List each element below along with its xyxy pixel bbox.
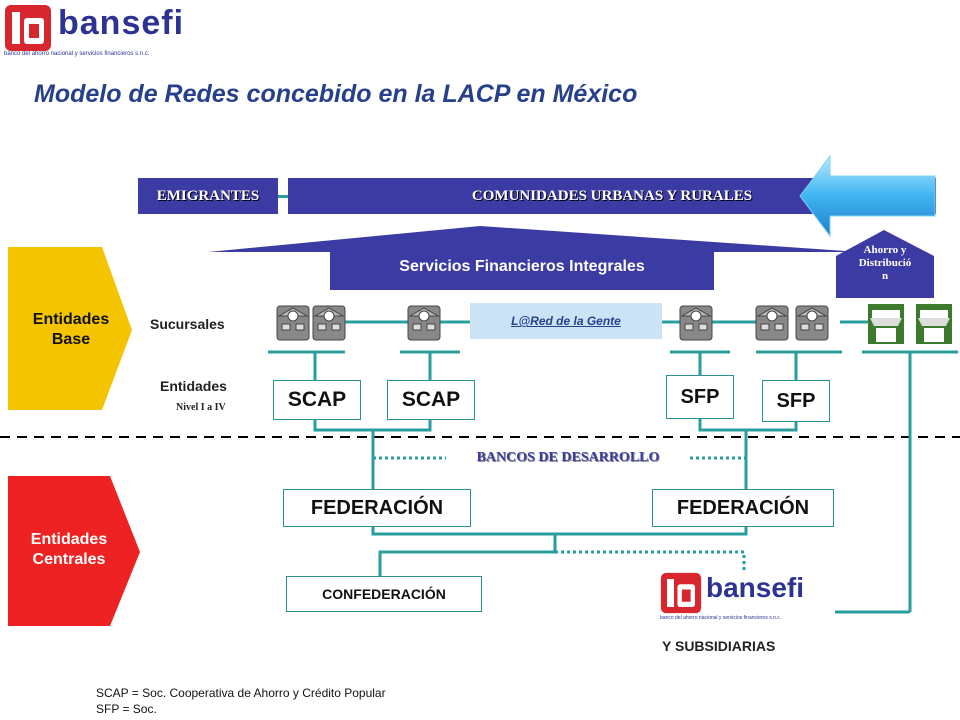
entidades-base-label: Entidades Base <box>32 311 110 348</box>
confederacion-box: CONFEDERACIÓN <box>286 576 482 612</box>
subsidiarias-label: Y SUBSIDIARIAS <box>662 638 776 654</box>
bank-buildings <box>276 305 829 341</box>
sfp-box-2: SFP <box>762 380 830 422</box>
bansefi-logo-icon <box>5 5 51 51</box>
entidades-label: Entidades <box>160 378 227 394</box>
services-shape <box>208 226 860 290</box>
scap-box-1: SCAP <box>273 380 361 420</box>
federacion-box-1: FEDERACIÓN <box>283 489 471 527</box>
federacion-box-2: FEDERACIÓN <box>652 489 834 527</box>
footnote-scap: SCAP = Soc. Cooperativa de Ahorro y Créd… <box>96 686 386 700</box>
sfp-box-1: SFP <box>666 375 734 419</box>
entidades-centrales-label: Entidades Centrales <box>30 531 108 568</box>
entidades-centrales-shape <box>8 476 140 626</box>
nivel-label: Nivel I a IV <box>176 402 226 413</box>
bancos-label: BANCOS DE DESARROLLO <box>476 450 660 465</box>
bar-connector <box>278 195 288 198</box>
page-title: Modelo de Redes concebido en la LACP en … <box>34 80 638 108</box>
logo-small-wordmark: bansefi <box>706 572 805 603</box>
services-label: Servicios Financieros Integrales <box>399 258 645 275</box>
scap-box-2: SCAP <box>387 380 475 420</box>
red-de-la-gente-box: L@Red de la Gente <box>470 303 662 339</box>
store-icons <box>868 304 952 344</box>
logo-small-tagline: banco del ahorro nacional y servicios fi… <box>660 615 782 621</box>
ahorro-label: Ahorro y Distribució n <box>858 244 912 282</box>
left-arrow-shape <box>799 154 936 238</box>
logo-tagline: banco del ahorro nacional y servicios fi… <box>4 51 150 57</box>
footnote-sfp: SFP = Soc. <box>96 702 157 716</box>
bansefi-logo: bansefi banco del ahorro nacional y serv… <box>4 4 204 60</box>
ahorro-shape <box>836 230 934 298</box>
red-de-la-gente-label: L@Red de la Gente <box>511 314 621 328</box>
logo-wordmark: bansefi <box>58 4 185 42</box>
bansefi-logo-small-icon <box>660 572 702 614</box>
emigrantes-box: EMIGRANTES <box>138 178 278 214</box>
bansefi-logo-small: bansefi banco del ahorro nacional y serv… <box>660 572 832 622</box>
sucursales-label: Sucursales <box>150 316 225 332</box>
entidades-base-shape <box>8 247 132 410</box>
